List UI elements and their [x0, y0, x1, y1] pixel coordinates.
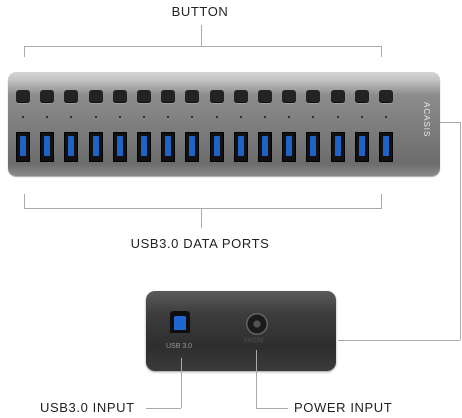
- usb-a-port: [379, 132, 393, 162]
- port-status-led: [143, 116, 145, 118]
- usb-a-port: [16, 132, 30, 162]
- usb-input-callout-line: [181, 358, 182, 408]
- power-input-callout-line: [256, 408, 288, 409]
- port-power-button: [64, 90, 79, 103]
- side-view-connector-line: [440, 122, 460, 123]
- port-status-led: [215, 116, 218, 118]
- port-power-button: [185, 90, 200, 103]
- port-power-button: [330, 90, 345, 103]
- usb-a-port: [185, 132, 200, 162]
- usb-a-port: [354, 132, 369, 162]
- port-power-button: [379, 90, 393, 103]
- port-power-button: [354, 90, 369, 103]
- port-power-button: [161, 90, 176, 103]
- usb-a-port: [209, 132, 224, 162]
- port-power-button: [40, 90, 55, 103]
- data-ports-callout-bracket: [24, 194, 382, 209]
- usb-a-port: [282, 132, 297, 162]
- port-power-button: [16, 90, 30, 103]
- port-power-button: [258, 90, 272, 103]
- port-power-button: [137, 90, 151, 103]
- usb-a-port: [258, 132, 272, 162]
- usb-a-port: [112, 132, 127, 162]
- port-status-led: [385, 116, 387, 118]
- port-status-led: [264, 116, 266, 118]
- dc-power-jack: [246, 313, 268, 335]
- port-status-led: [191, 116, 194, 118]
- port-status-led: [167, 116, 170, 118]
- usb-b-port-label: USB 3.0: [166, 343, 193, 350]
- usb-a-port: [64, 132, 79, 162]
- port-power-button: [209, 90, 224, 103]
- port-status-led: [22, 116, 24, 118]
- brand-logo: ACASIS: [422, 102, 431, 138]
- port-status-led: [360, 116, 363, 118]
- usb-a-port: [330, 132, 345, 162]
- usb-a-port: [161, 132, 176, 162]
- usb-input-callout-line: [146, 408, 181, 409]
- usb-a-port: [88, 132, 103, 162]
- button-callout-bracket: [24, 46, 382, 57]
- port-power-button: [112, 90, 127, 103]
- button-callout-line: [201, 25, 202, 46]
- hub-top-view: ACASIS: [8, 72, 440, 176]
- data-ports-callout-line: [201, 208, 202, 228]
- power-input-callout-line: [256, 350, 257, 408]
- power-input-callout-label: POWER INPUT: [294, 400, 393, 415]
- port-status-led: [288, 116, 291, 118]
- usb-a-port: [233, 132, 248, 162]
- port-status-led: [118, 116, 121, 118]
- button-callout-label: BUTTON: [171, 4, 229, 19]
- port-status-led: [336, 116, 339, 118]
- hub-side-view: USB 3.0: [146, 291, 336, 371]
- port-status-led: [312, 116, 315, 118]
- port-power-button: [88, 90, 103, 103]
- port-status-led: [239, 116, 242, 118]
- port-power-button: [233, 90, 248, 103]
- port-power-button: [282, 90, 297, 103]
- port-status-led: [94, 116, 97, 118]
- port-power-button: [306, 90, 321, 103]
- usb-input-callout-label: USB3.0 INPUT: [40, 400, 135, 415]
- usb-a-port: [137, 132, 151, 162]
- data-ports-callout-label: USB3.0 DATA PORTS: [130, 236, 270, 251]
- dc-jack-label: 5V/12V: [244, 338, 264, 344]
- port-status-led: [46, 116, 49, 118]
- side-view-connector-line: [460, 122, 461, 340]
- port-status-led: [70, 116, 73, 118]
- usb-a-port: [40, 132, 55, 162]
- usb-a-port: [306, 132, 321, 162]
- usb-b-input-port: [170, 311, 190, 333]
- side-view-connector-line: [338, 340, 460, 341]
